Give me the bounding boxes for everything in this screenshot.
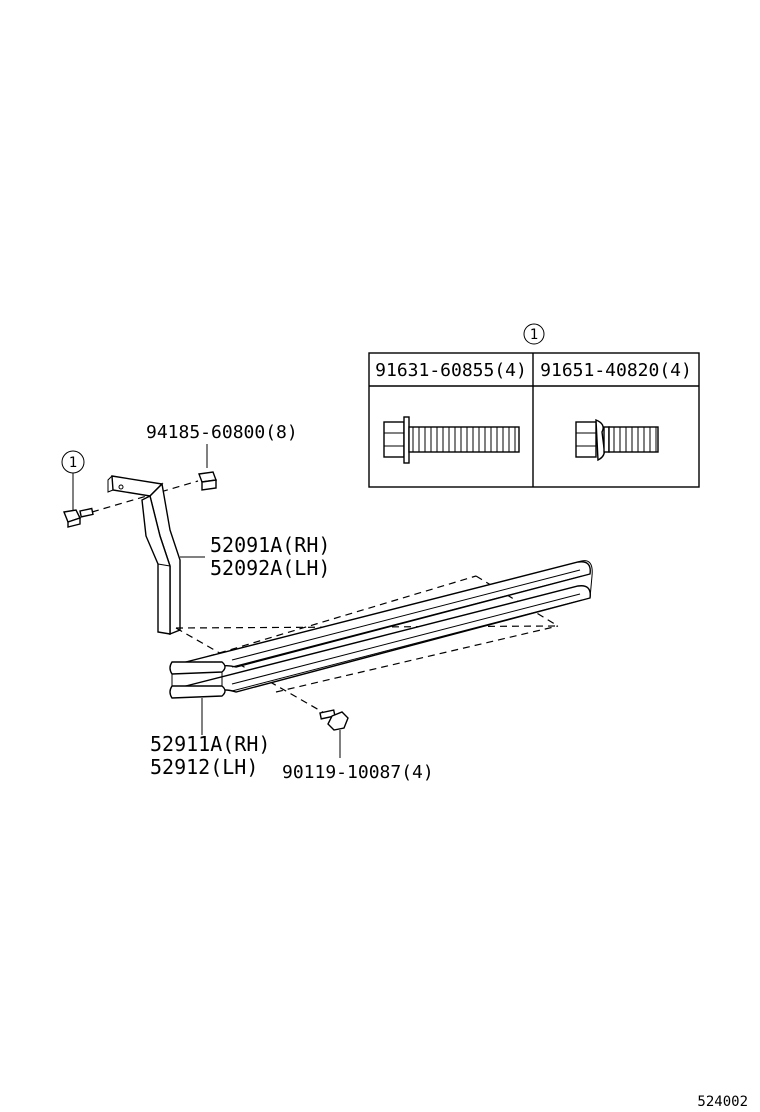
nut-part: 94185-60800(8) [146,422,298,491]
bracket-part-number-lh: 52092A(LH) [210,556,330,580]
kit-table-border [368,352,700,488]
screw-part-number: 90119-10087(4) [282,762,434,783]
bracket-bolt-icon [63,507,94,528]
hex-bolt-with-lock-washer-icon [575,418,659,462]
kit-ref-circle [523,323,545,345]
hex-bolt-with-washer-icon [383,416,520,464]
running-board-step [169,560,593,699]
kit-part-number-1: 91631-60855(4) [375,360,527,381]
callout-number: 1 [69,455,77,471]
screw-part: 90119-10087(4) [282,709,434,783]
kit-ref-number: 1 [530,327,538,343]
nut-part-number: 94185-60800(8) [146,422,298,443]
bracket-part-number-rh: 52091A(RH) [210,533,330,557]
kit-part-number-2: 91651-40820(4) [540,360,692,381]
step-part-number-rh: 52911A(RH) [150,732,270,756]
kit-table: 1 91631-60855(4) 91651-40820(4) [368,323,700,488]
diagram-id: 524002 [697,1094,748,1110]
callout-marker: 1 [61,450,94,528]
step-part-number-lh: 52912(LH) [150,755,258,779]
step-bracket [107,475,181,636]
